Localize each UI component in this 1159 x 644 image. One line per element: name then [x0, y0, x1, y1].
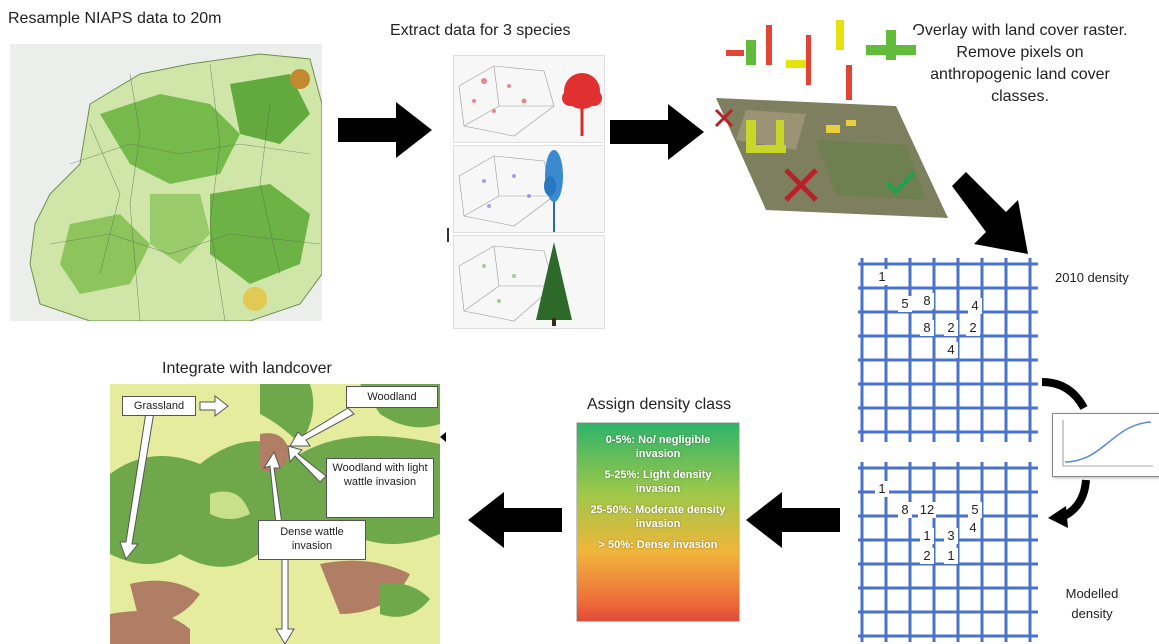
red-tree-icon	[562, 73, 602, 136]
grid-modelled-value: 8	[898, 502, 912, 518]
step-title-assign: Assign density class	[587, 396, 732, 413]
label-dense-wattle: Dense wattle invasion	[258, 520, 366, 560]
callout-arrows	[119, 394, 355, 644]
curved-arrow-lower	[1048, 479, 1090, 528]
pine-tree-icon	[536, 242, 572, 326]
density-grid-2010	[858, 258, 1038, 442]
niaps-map	[10, 44, 322, 321]
species-map-green	[453, 235, 605, 329]
grid-modelled-value: 5	[968, 502, 982, 518]
step-title-integrate: Integrate with landcover	[162, 360, 332, 377]
arrow-extract-to-overlay	[610, 104, 704, 160]
density-class-legend: 0-5%: No/ negligible invasion 5-25%: Lig…	[576, 422, 740, 622]
arrow-grid-to-density	[746, 492, 840, 548]
grid-modelled-value: 4	[966, 520, 980, 536]
arrow-resample-to-extract	[338, 102, 432, 158]
density-grid-modelled	[858, 462, 1038, 642]
grid-2010-value: 2	[944, 320, 958, 336]
step-title-extract: Extract data for 3 species	[390, 22, 571, 39]
grid-label-modelled: Modelled density	[1065, 586, 1119, 621]
curved-arrow-upper	[1041, 378, 1088, 411]
density-class-item: 0-5%: No/ negligible invasion	[605, 434, 711, 460]
overlay-image	[686, 10, 948, 218]
arrow-overlay-to-grid	[952, 172, 1028, 254]
grid-2010-value: 8	[920, 293, 934, 309]
grid-2010-value: 8	[920, 320, 934, 336]
marker-triangle	[440, 432, 446, 442]
grid-modelled-value: 1	[875, 481, 889, 497]
grid-modelled-value: 2	[920, 548, 934, 564]
grid-modelled-value: 12	[918, 502, 936, 518]
density-class-item: 5-25%: Light density invasion	[604, 469, 712, 495]
grid-2010-value: 4	[944, 342, 958, 358]
cross-icon-small	[714, 108, 734, 128]
blue-tree-icon	[544, 150, 563, 232]
grid-2010-value: 4	[968, 298, 982, 314]
species-map-blue	[453, 145, 605, 233]
grid-modelled-value: 1	[944, 548, 958, 564]
grid-2010-value: 1	[875, 269, 889, 285]
grid-2010-value: 5	[898, 296, 912, 312]
cross-icon-large	[784, 168, 818, 202]
growth-curve-chart	[1052, 413, 1159, 477]
label-grassland: Grassland	[122, 396, 196, 416]
arrow-density-to-landcover	[468, 492, 562, 548]
step-title-resample: Resample NIAPS data to 20m	[8, 10, 222, 27]
grid-label-2010: 2010 density	[1055, 270, 1129, 285]
species-map-red	[453, 55, 605, 143]
step-title-overlay: Overlay with land cover raster. Remove p…	[912, 22, 1128, 105]
grid-2010-value: 2	[966, 320, 980, 336]
grid-modelled-value: 3	[944, 528, 958, 544]
density-class-item: 25-50%: Moderate density invasion	[590, 504, 726, 530]
divider-tick	[447, 228, 449, 242]
label-woodland-light: Woodland with light wattle invasion	[326, 458, 434, 518]
check-icon	[884, 170, 916, 195]
density-class-item: > 50%: Dense invasion	[598, 539, 718, 551]
grid-modelled-value: 1	[920, 528, 934, 544]
label-woodland: Woodland	[346, 386, 438, 408]
